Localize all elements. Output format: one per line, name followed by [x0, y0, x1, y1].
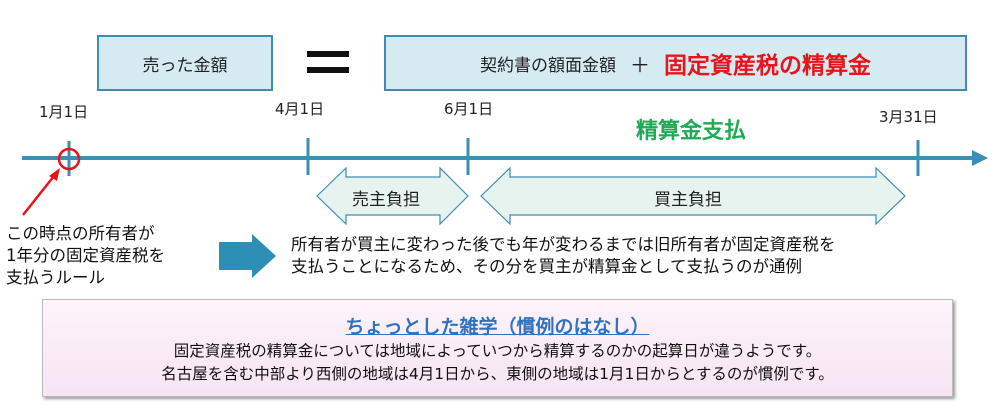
- explanation-note: 所有者が買主に変わった後でも年が変わるまでは旧所有者が固定資産税を 支払うことに…: [291, 234, 836, 278]
- timeline-graphics: [22, 138, 988, 278]
- buyer-burden-arrow: [480, 166, 906, 226]
- equals-sign: [307, 51, 349, 75]
- right-arrow-icon: [219, 234, 276, 278]
- plus-sign: ＋: [630, 52, 650, 77]
- trivia-line: 固定資産税の精算金については地域によっていつから精算するのかの起算日が違うようで…: [173, 342, 822, 360]
- rule-note: この時点の所有者が 1年分の固定資産税を 支払うルール: [6, 223, 165, 289]
- rule-line: 1年分の固定資産税を: [6, 246, 165, 265]
- settlement-payment-label: 精算金支払: [636, 119, 747, 144]
- explanation-line: 支払うことになるため、その分を買主が精算金として支払うのが通例: [291, 257, 803, 276]
- contract-amount-label: 契約書の額面金額: [480, 55, 616, 76]
- seller-burden-arrow: [316, 166, 469, 226]
- timeline-axis: [22, 138, 988, 176]
- sale-amount-label: 売った金額: [142, 55, 228, 76]
- rule-line: この時点の所有者が: [6, 224, 155, 243]
- date-jan1: 1月1日: [39, 103, 89, 121]
- explanation-line: 所有者が買主に変わった後でも年が変わるまでは旧所有者が固定資産税を: [291, 235, 836, 254]
- contract-formula-box: 契約書の額面金額 ＋ 固定資産税の精算金: [384, 35, 967, 91]
- date-apr1: 4月1日: [275, 100, 325, 118]
- trivia-line: 名古屋を含む中部より西側の地域は4月1日から、東側の地域は1月1日からとするのが…: [161, 365, 834, 383]
- trivia-box: ちょっとした雑学（慣例のはなし） 固定資産税の精算金については地域によっていつか…: [42, 299, 953, 397]
- seller-burden-label: 売主負担: [352, 190, 420, 210]
- highlight-circle-icon: [57, 147, 81, 171]
- sale-amount-box: 売った金額: [97, 35, 273, 91]
- date-jun1: 6月1日: [444, 100, 494, 118]
- settlement-label: 固定資産税の精算金: [664, 53, 871, 79]
- rule-line: 支払うルール: [6, 268, 105, 287]
- buyer-burden-label: 買主負担: [654, 190, 722, 210]
- trivia-title: ちょっとした雑学（慣例のはなし）: [345, 316, 650, 338]
- timeline-arrowhead-icon: [972, 150, 988, 166]
- red-pointer-arrow-icon: [22, 168, 60, 216]
- date-mar31: 3月31日: [879, 108, 938, 126]
